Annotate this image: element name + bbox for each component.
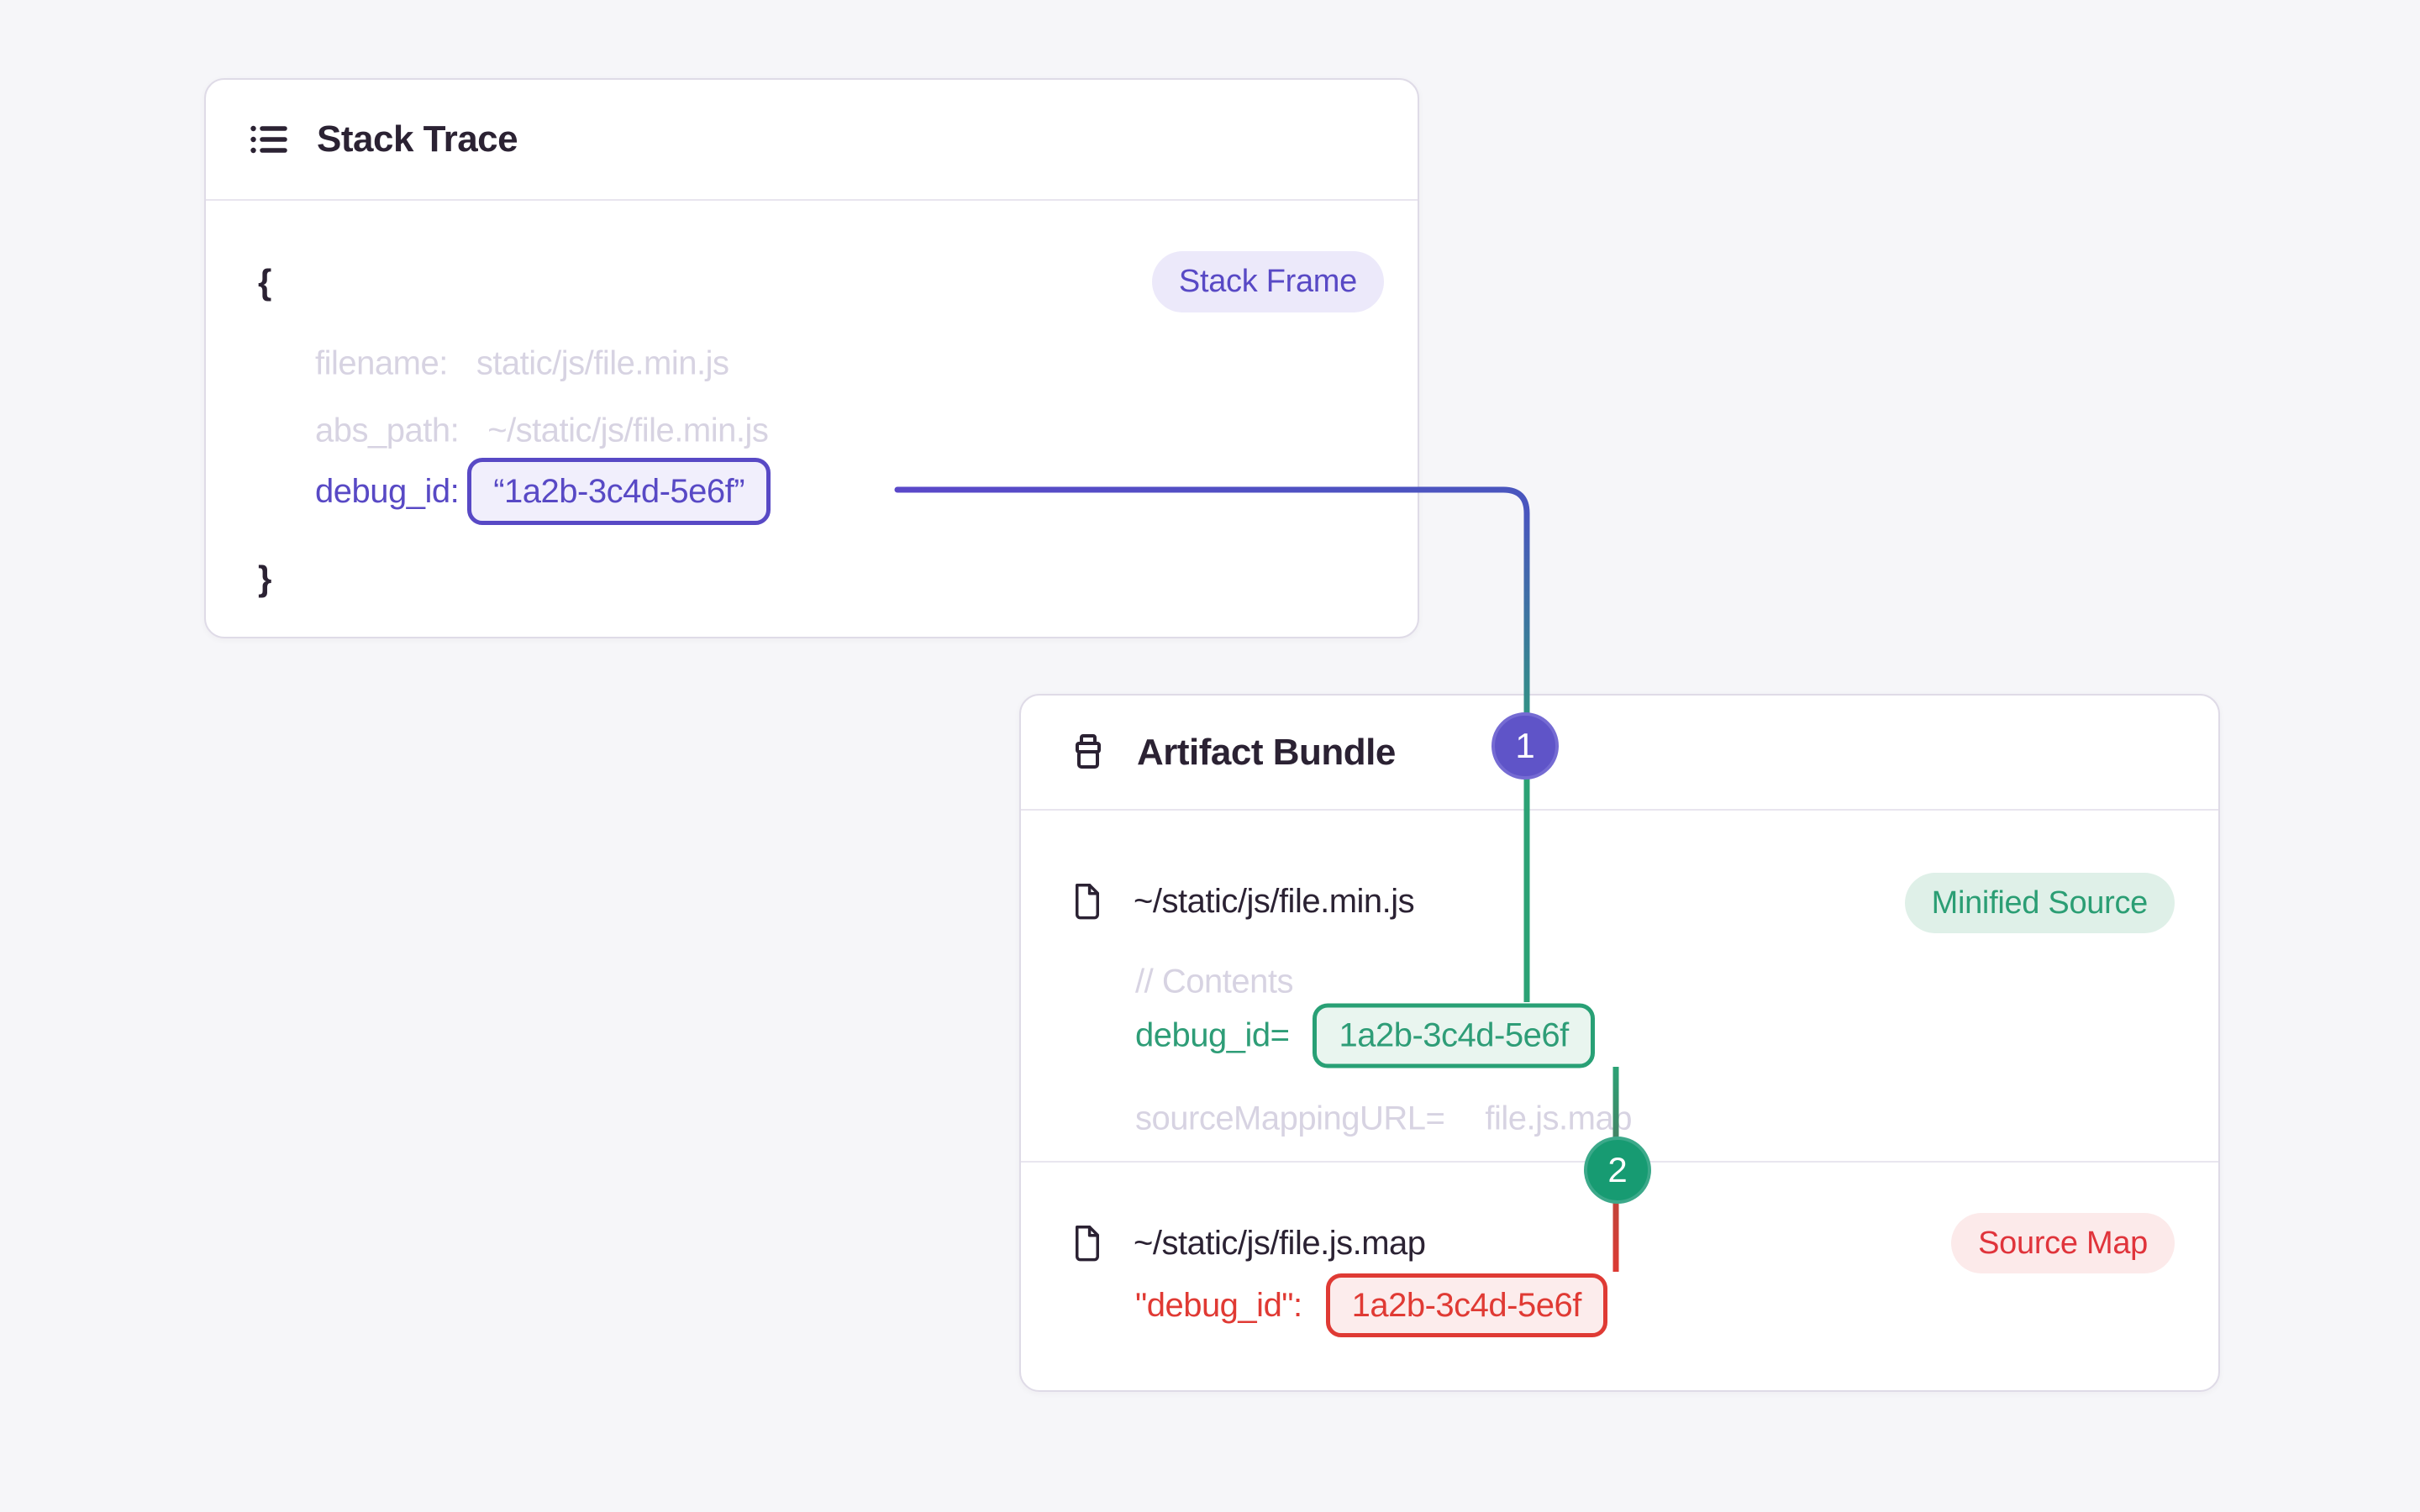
sourcemap-file-path: ~/static/js/file.js.map: [1134, 1224, 1426, 1262]
filename-value: static/js/file.min.js: [476, 344, 729, 382]
source-mapping-label: sourceMappingURL=: [1135, 1100, 1445, 1137]
archive-jar-icon: [1068, 732, 1108, 773]
minified-file-path: ~/static/js/file.min.js: [1134, 882, 1415, 920]
filename-line: filename: static/js/file.min.js: [315, 345, 729, 383]
sourcemap-debug-id-line: "debug_id": 1a2b-3c4d-5e6f: [1135, 1273, 1607, 1337]
artifact-bundle-card: Artifact Bundle ~/static/js/file.min.js …: [1019, 694, 2220, 1392]
filename-label: filename:: [315, 344, 448, 382]
stack-close-brace: }: [258, 559, 271, 598]
bundle-debug-id-label: debug_id=: [1135, 1016, 1290, 1054]
file-icon: [1070, 882, 1105, 921]
stack-debug-id-label: debug_id:: [315, 472, 460, 510]
bundle-debug-id-box: 1a2b-3c4d-5e6f: [1313, 1003, 1595, 1068]
artifact-bundle-header: Artifact Bundle: [1021, 696, 2218, 811]
abs-path-label: abs_path:: [315, 412, 460, 449]
contents-comment-line: // Contents: [1135, 963, 1293, 1001]
stack-open-brace: {: [258, 262, 271, 302]
stack-trace-card: Stack Trace { Stack Frame filename: stat…: [204, 78, 1419, 638]
minified-file-row: ~/static/js/file.min.js: [1070, 882, 1415, 921]
sourcemap-file-row: ~/static/js/file.js.map: [1070, 1224, 1426, 1263]
minified-source-badge: Minified Source: [1904, 873, 2175, 933]
file-icon: [1070, 1224, 1105, 1263]
abs-path-value: ~/static/js/file.min.js: [487, 412, 769, 449]
artifact-bundle-title: Artifact Bundle: [1137, 731, 1396, 773]
step-2-marker: 2: [1584, 1137, 1651, 1204]
stack-debug-id-box: “1a2b-3c4d-5e6f”: [467, 458, 771, 525]
stack-frame-badge: Stack Frame: [1151, 251, 1384, 312]
stack-debug-id-line: debug_id: “1a2b-3c4d-5e6f”: [315, 458, 771, 525]
source-mapping-value: file.js.map: [1485, 1100, 1632, 1137]
source-map-badge: Source Map: [1951, 1213, 2175, 1273]
abs-path-line: abs_path: ~/static/js/file.min.js: [315, 412, 769, 450]
list-icon: [250, 120, 288, 159]
contents-comment: // Contents: [1135, 963, 1293, 1000]
stack-trace-title: Stack Trace: [317, 118, 518, 160]
step-1-marker: 1: [1491, 712, 1559, 780]
sourcemap-debug-id-label: "debug_id":: [1135, 1286, 1302, 1324]
sourcemap-debug-id-box: 1a2b-3c4d-5e6f: [1325, 1273, 1607, 1337]
source-mapping-line: sourceMappingURL= file.js.map: [1135, 1100, 1632, 1138]
bundle-debug-id-line: debug_id= 1a2b-3c4d-5e6f: [1135, 1003, 1595, 1068]
stack-trace-header: Stack Trace: [206, 80, 1418, 201]
